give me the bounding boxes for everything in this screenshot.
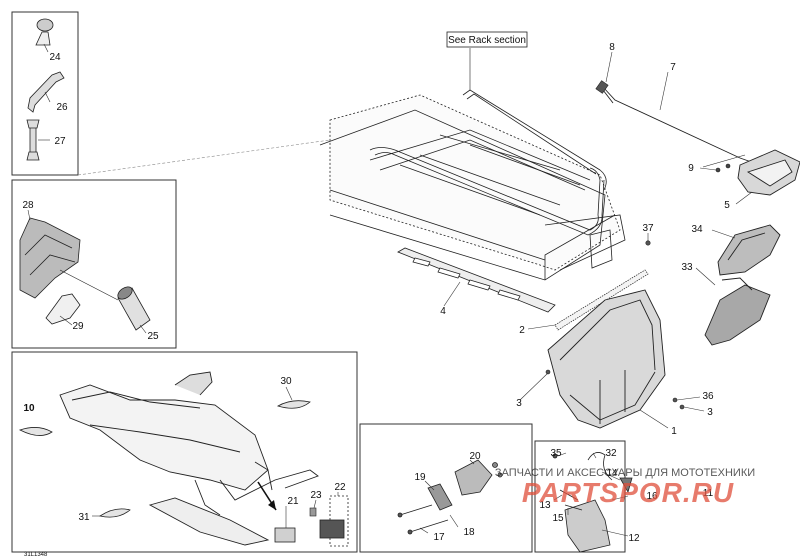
callout-22: 22 — [334, 482, 346, 493]
callout-28: 28 — [22, 200, 34, 211]
callout-15: 15 — [552, 513, 564, 524]
part-9-screws — [702, 154, 746, 173]
part-10-decal — [18, 427, 53, 436]
part-23-clip — [309, 507, 317, 517]
figure-id: 31L1348 — [24, 552, 48, 558]
callout-7: 7 — [670, 62, 676, 73]
part-5-tail-light — [737, 149, 800, 196]
frame-hardware — [359, 423, 533, 553]
callout-37: 37 — [642, 223, 654, 234]
part-8-plug — [595, 80, 609, 94]
callout-11: 11 — [703, 488, 714, 499]
callout-1: 1 — [671, 426, 677, 437]
part-2-hinge-strip — [554, 269, 649, 331]
callout-14: 14 — [606, 468, 618, 479]
snowmobile — [59, 371, 319, 546]
part-7-cable — [602, 86, 761, 166]
part-31-decal — [98, 508, 131, 518]
callout-24: 24 — [49, 52, 61, 63]
callout-10: 10 — [23, 403, 35, 414]
part-21-card — [274, 527, 296, 543]
callout-19: 19 — [414, 472, 426, 483]
callout-25: 25 — [147, 331, 159, 342]
reference-box-text: See Rack section — [448, 35, 526, 46]
callout-30: 30 — [280, 376, 292, 387]
callout-8: 8 — [609, 42, 615, 53]
part-29-strap — [45, 293, 81, 325]
callout-32: 32 — [605, 448, 617, 459]
callout-21: 21 — [287, 496, 299, 507]
callout-5: 5 — [724, 200, 730, 211]
callout-13: 13 — [539, 500, 551, 511]
part-30-decal — [276, 400, 311, 409]
part-24-mirror — [35, 18, 54, 46]
part-27-wrench — [26, 119, 40, 161]
part-25-can — [117, 286, 151, 331]
callout-33: 33 — [681, 262, 693, 273]
rack-bar — [462, 48, 607, 191]
part-28-bag — [19, 217, 81, 299]
frame-snowmobile — [11, 351, 358, 553]
part-26-wrench — [27, 71, 65, 113]
part-22-kit — [319, 495, 349, 547]
callout-9: 9 — [688, 163, 694, 174]
callout-29: 29 — [72, 321, 84, 332]
rack-assembly — [319, 94, 626, 281]
hardware-parts — [397, 459, 503, 535]
part-34-bracket — [717, 224, 781, 276]
callout-2: 2 — [519, 325, 525, 336]
callout-35: 35 — [550, 448, 562, 459]
callout-31: 31 — [78, 512, 90, 523]
part-4-side-strip — [397, 247, 556, 313]
frame-tools — [11, 11, 79, 176]
callout-18: 18 — [463, 527, 475, 538]
reference-box — [446, 31, 528, 48]
part-33-bracket — [704, 277, 771, 346]
leader-lines — [27, 43, 753, 537]
callout-4: 4 — [440, 306, 446, 317]
callout-20: 20 — [469, 451, 481, 462]
frame-accessories — [11, 179, 177, 349]
watermark-logo: PARTSPOR.RU — [522, 477, 734, 508]
fasteners — [545, 240, 685, 410]
callout-16: 16 — [646, 491, 658, 502]
callouts: 8 7 9 5 34 33 37 4 2 3 1 36 3 24 26 27 2… — [22, 42, 730, 558]
callout-12: 12 — [628, 533, 640, 544]
part-1-snow-flap — [547, 289, 666, 429]
callout-3b: 3 — [707, 407, 713, 418]
callout-36: 36 — [702, 391, 714, 402]
callout-3a: 3 — [516, 398, 522, 409]
callout-17: 17 — [433, 532, 445, 543]
callout-26: 26 — [56, 102, 68, 113]
watermark-tagline: ЗАПЧАСТИ И АКСЕССУАРЫ ДЛЯ МОТОТЕХНИКИ — [495, 467, 755, 479]
callout-27: 27 — [54, 136, 66, 147]
callout-23: 23 — [310, 490, 322, 501]
callout-34: 34 — [691, 224, 703, 235]
watermark: ЗАПЧАСТИ И АКСЕССУАРЫ ДЛЯ МОТОТЕХНИКИ PA… — [495, 467, 755, 508]
